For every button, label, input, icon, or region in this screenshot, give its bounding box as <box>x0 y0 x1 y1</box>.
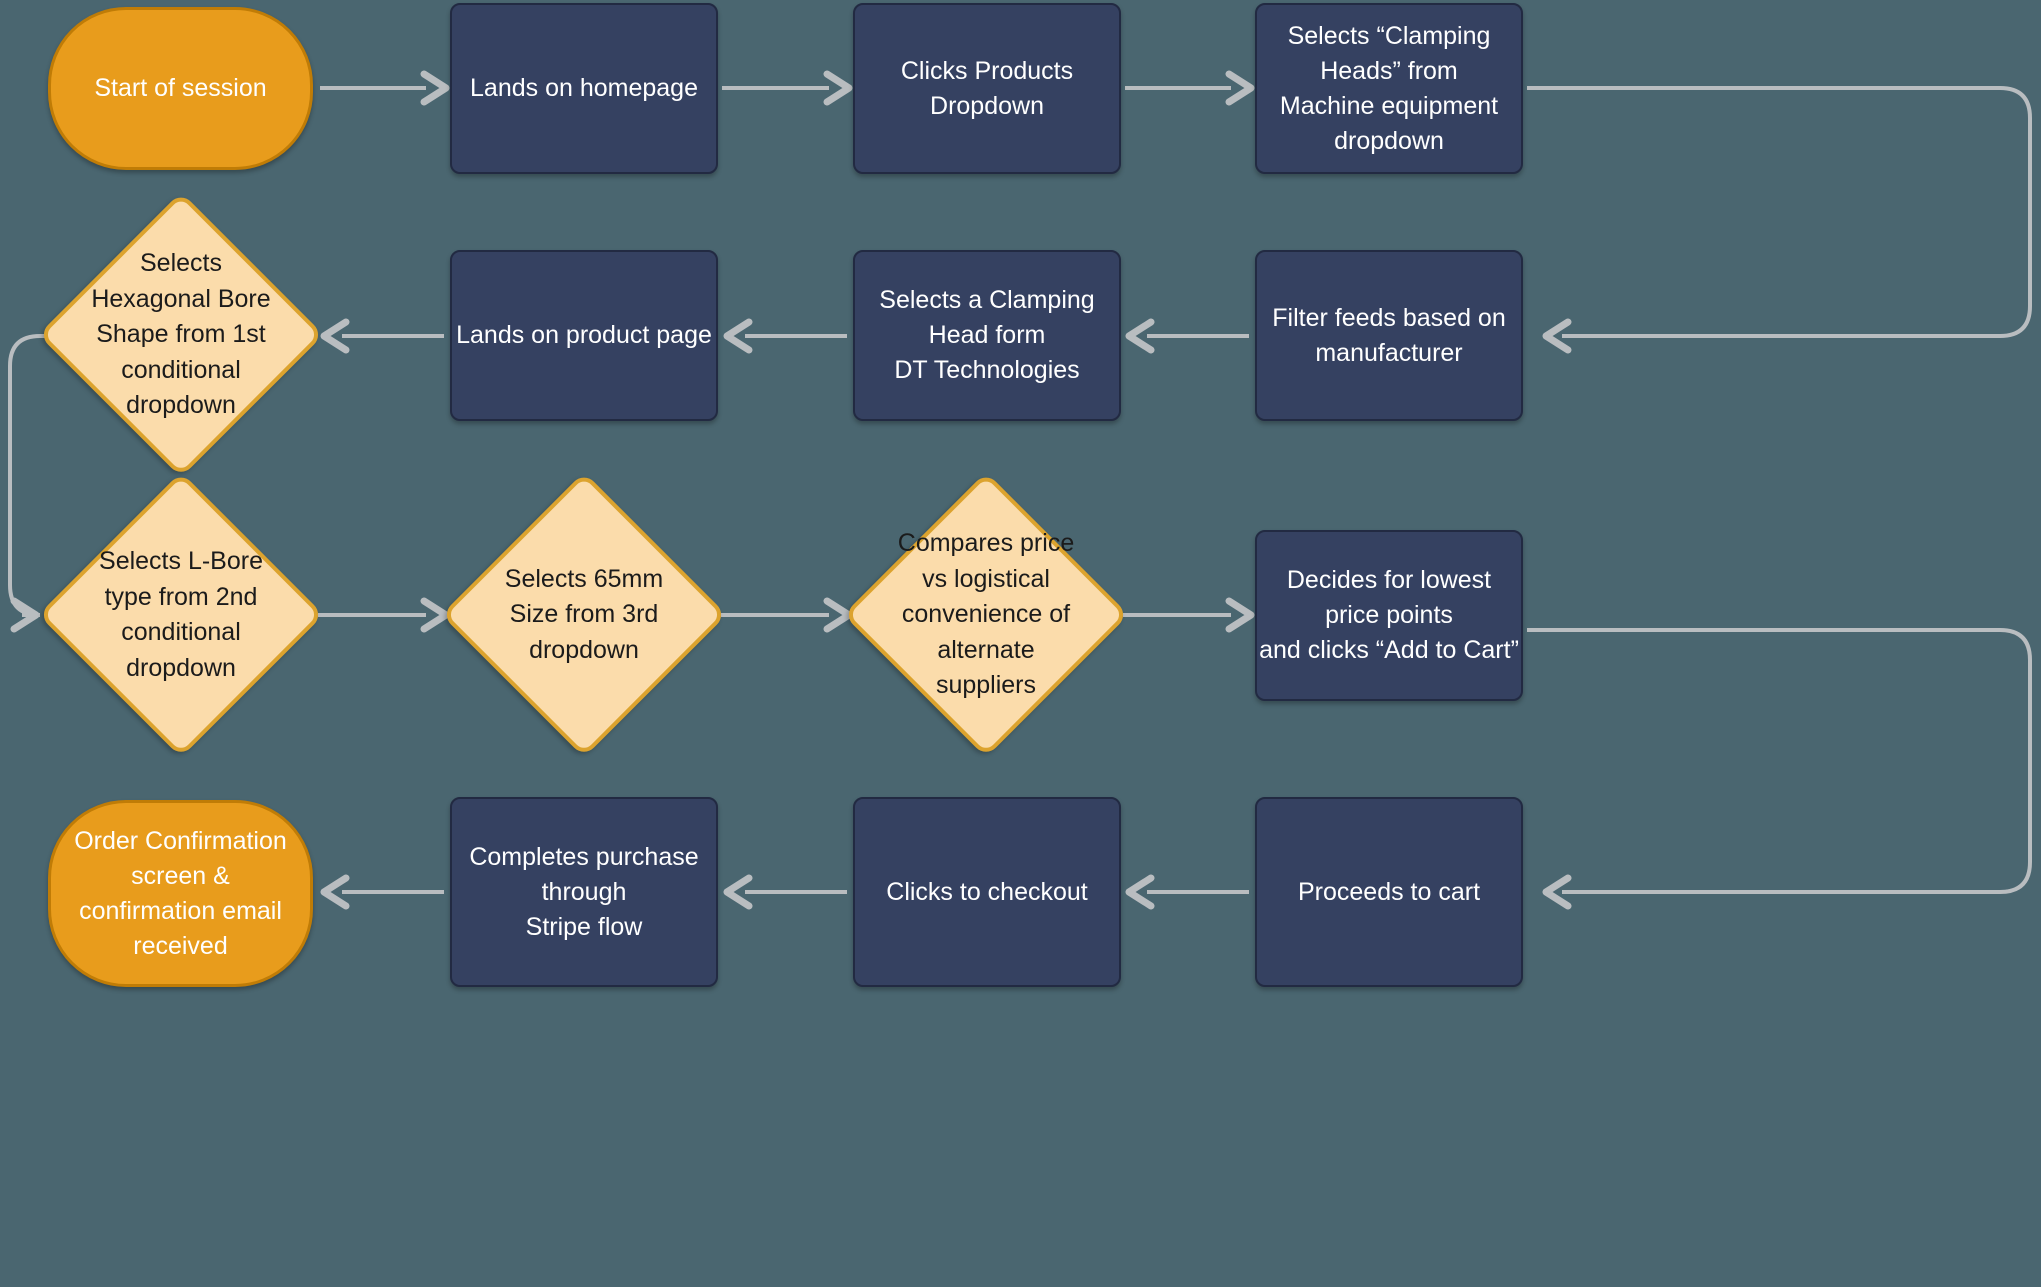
node-clicks-products-dropdown[interactable]: Clicks Products Dropdown <box>853 3 1121 174</box>
node-start-of-session[interactable]: Start of session <box>48 7 313 170</box>
node-label: Order Confirmation screen & confirmation… <box>74 826 287 960</box>
edge-filter-feeds-to-clamping-head-dt <box>1125 318 1249 354</box>
node-label: Completes purchase through Stripe flow <box>469 842 699 941</box>
edge-proceeds-to-cart-to-checkout <box>1125 874 1249 910</box>
node-label: Selects a Clamping Head form DT Technolo… <box>879 286 1095 384</box>
node-label: Selects 65mm Size from 3rd dropdown <box>504 564 664 664</box>
node-order-confirmation[interactable]: Order Confirmation screen & confirmation… <box>48 800 313 987</box>
node-compares-price-vs-logistics[interactable]: Compares price vs logistical convenience… <box>842 471 1130 759</box>
edge-clamping-heads-to-filter-feeds <box>1527 86 2032 354</box>
node-selects-l-bore-type[interactable]: Selects L-Bore type from 2nd conditional… <box>37 471 325 759</box>
edge-stripe-purchase-to-order-confirmation <box>320 874 444 910</box>
node-label: Clicks Products Dropdown <box>900 56 1074 120</box>
edge-add-to-cart-to-proceeds-to-cart <box>1527 628 2032 910</box>
node-clicks-to-checkout[interactable]: Clicks to checkout <box>853 797 1121 987</box>
edge-product-page-to-hexagonal-bore <box>320 318 444 354</box>
edge-clamping-head-dt-to-product-page <box>723 318 847 354</box>
edge-65mm-size-to-compares-price <box>721 597 853 633</box>
node-label: Proceeds to cart <box>1297 877 1481 906</box>
edge-compares-price-to-add-to-cart <box>1123 597 1255 633</box>
edge-l-bore-to-65mm-size <box>318 597 450 633</box>
node-proceeds-to-cart[interactable]: Proceeds to cart <box>1255 797 1523 987</box>
edge-start-to-homepage <box>320 70 450 106</box>
node-label: Compares price vs logistical convenience… <box>897 529 1075 700</box>
node-completes-purchase-stripe[interactable]: Completes purchase through Stripe flow <box>450 797 718 987</box>
node-decides-lowest-price-add-to-cart[interactable]: Decides for lowest price points and clic… <box>1255 530 1523 701</box>
node-label: Selects “Clamping Heads” from Machine eq… <box>1279 21 1499 155</box>
node-label: Selects L-Bore type from 2nd conditional… <box>99 547 263 682</box>
node-label: Selects Hexagonal Bore Shape from 1st co… <box>91 249 271 420</box>
node-label: Start of session <box>94 74 267 102</box>
node-filter-feeds-manufacturer[interactable]: Filter feeds based on manufacturer <box>1255 250 1523 421</box>
edge-homepage-to-products-dropdown <box>722 70 853 106</box>
edge-products-dropdown-to-clamping-heads <box>1125 70 1255 106</box>
node-label: Lands on homepage <box>470 74 698 102</box>
node-selects-hexagonal-bore-shape[interactable]: Selects Hexagonal Bore Shape from 1st co… <box>37 191 325 479</box>
node-label: Clicks to checkout <box>886 877 1088 906</box>
node-selects-clamping-head-dt[interactable]: Selects a Clamping Head form DT Technolo… <box>853 250 1121 421</box>
node-selects-clamping-heads[interactable]: Selects “Clamping Heads” from Machine eq… <box>1255 3 1523 174</box>
node-selects-65mm-size[interactable]: Selects 65mm Size from 3rd dropdown <box>440 471 728 759</box>
node-label: Decides for lowest price points and clic… <box>1259 566 1519 664</box>
node-lands-on-product-page[interactable]: Lands on product page <box>450 250 718 421</box>
node-label: Lands on product page <box>456 321 712 349</box>
node-label: Filter feeds based on manufacturer <box>1272 303 1506 367</box>
edge-checkout-to-stripe-purchase <box>723 874 847 910</box>
node-lands-on-homepage[interactable]: Lands on homepage <box>450 3 718 174</box>
